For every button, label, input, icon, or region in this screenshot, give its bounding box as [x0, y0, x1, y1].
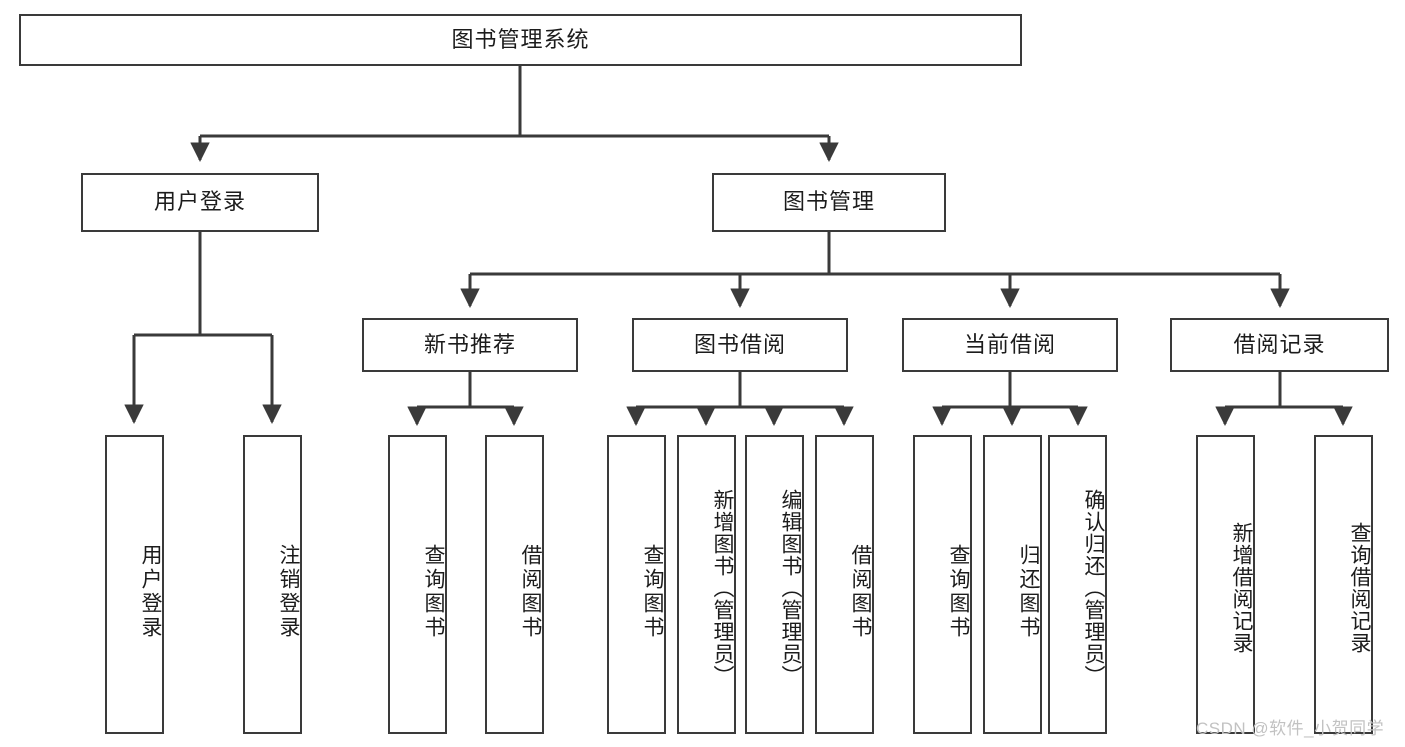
- node-current-borrow[interactable]: 当前借阅: [902, 318, 1118, 372]
- node-book-borrow[interactable]: 图书借阅: [632, 318, 848, 372]
- node-label: 借阅记录: [1233, 331, 1326, 357]
- node-label: 新增图书（管理员）: [711, 488, 734, 687]
- leaf-book-borrow-borrow-books[interactable]: 借阅图书: [815, 435, 874, 734]
- leaf-user-login-login[interactable]: 用户登录: [105, 435, 164, 734]
- leaf-book-borrow-edit-book-admin[interactable]: 编辑图书（管理员）: [745, 435, 804, 734]
- leaf-user-login-logout[interactable]: 注销登录: [243, 435, 302, 734]
- node-label: 编辑图书（管理员）: [779, 488, 802, 687]
- node-label: 查询图书: [947, 543, 970, 640]
- node-label: 图书管理: [782, 189, 875, 215]
- node-label: 新书推荐: [423, 331, 516, 357]
- node-label: 图书管理系统: [451, 26, 590, 52]
- node-label: 查询图书: [422, 543, 445, 640]
- node-label: 用户登录: [139, 543, 162, 640]
- node-label: 借阅图书: [849, 543, 872, 640]
- node-label: 图书借阅: [693, 331, 786, 357]
- leaf-current-borrow-confirm-return-admin[interactable]: 确认归还（管理员）: [1048, 435, 1107, 734]
- csdn-watermark: CSDN @软件_小贺同学: [1196, 719, 1385, 738]
- node-label: 归还图书: [1017, 543, 1040, 640]
- node-user-login[interactable]: 用户登录: [81, 173, 319, 232]
- node-label: 当前借阅: [963, 331, 1056, 357]
- leaf-borrow-record-query-record[interactable]: 查询借阅记录: [1314, 435, 1373, 734]
- node-label: 注销登录: [277, 543, 300, 640]
- node-label: 确认归还（管理员）: [1082, 488, 1105, 687]
- leaf-book-borrow-query-books[interactable]: 查询图书: [607, 435, 666, 734]
- node-label: 查询借阅记录: [1348, 521, 1371, 654]
- node-label: 用户登录: [153, 189, 246, 215]
- leaf-current-borrow-query-books[interactable]: 查询图书: [913, 435, 972, 734]
- node-new-book-recommend[interactable]: 新书推荐: [362, 318, 578, 372]
- leaf-book-borrow-add-book-admin[interactable]: 新增图书（管理员）: [677, 435, 736, 734]
- node-book-management[interactable]: 图书管理: [712, 173, 946, 232]
- leaf-current-borrow-return-books[interactable]: 归还图书: [983, 435, 1042, 734]
- leaf-new-book-query-books[interactable]: 查询图书: [388, 435, 447, 734]
- node-borrow-record[interactable]: 借阅记录: [1170, 318, 1389, 372]
- leaf-new-book-borrow-books[interactable]: 借阅图书: [485, 435, 544, 734]
- node-root-book-management-system[interactable]: 图书管理系统: [19, 14, 1022, 66]
- node-label: 查询图书: [641, 543, 664, 640]
- leaf-borrow-record-add-record[interactable]: 新增借阅记录: [1196, 435, 1255, 734]
- node-label: 借阅图书: [519, 543, 542, 640]
- node-label: 新增借阅记录: [1230, 521, 1253, 654]
